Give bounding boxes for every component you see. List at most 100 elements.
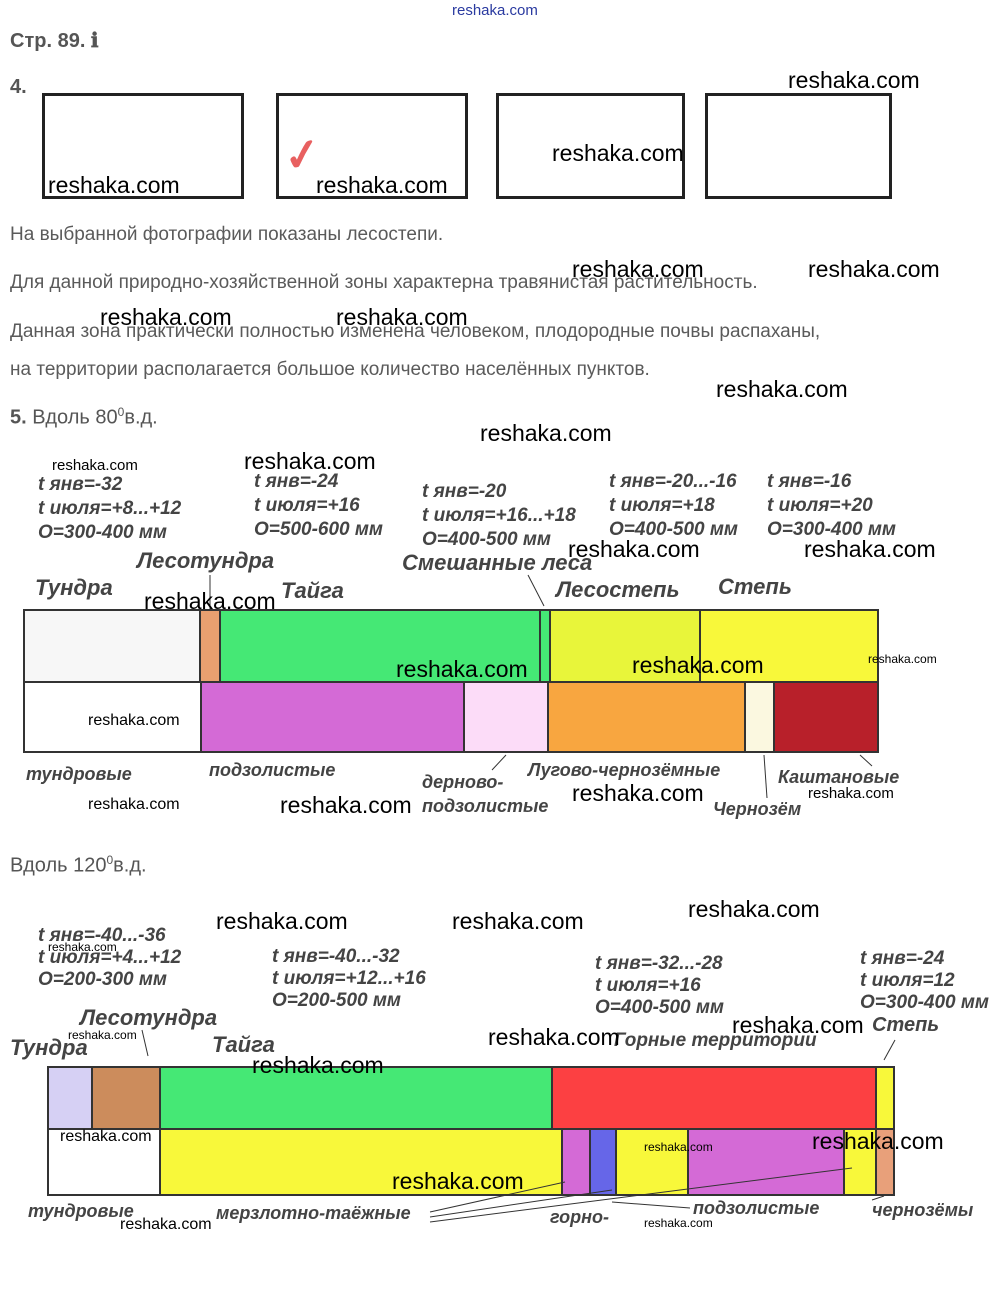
task-5-title-120: Вдоль 1200в.д. (10, 853, 147, 878)
page-label: Стр. 89. ℹ (10, 30, 99, 52)
watermark: reshaka.com (48, 172, 180, 198)
watermark: reshaka.com (88, 712, 180, 729)
band-forest-tundra (93, 1068, 161, 1128)
band-forest-steppe (551, 611, 701, 681)
watermark: reshaka.com (644, 1140, 713, 1154)
watermark: reshaka.com (252, 1052, 384, 1078)
photo-option-1[interactable] (42, 93, 244, 199)
band-steppe (877, 1068, 893, 1128)
watermark: reshaka.com (48, 940, 117, 954)
watermark: reshaka.com (100, 304, 232, 330)
pointer-line (527, 574, 545, 607)
climate-line: t янв=-40...-36 (38, 925, 166, 946)
climate-line: t июля=12 (860, 970, 955, 991)
climate-80-forest-steppe: t янв=-20...-16 t июля=+18 О=400-500 мм (609, 470, 738, 542)
watermark: reshaka.com (804, 536, 936, 562)
band-mixed-forest (541, 611, 551, 681)
watermark: reshaka.com (60, 1128, 152, 1145)
climate-80-taiga: t янв=-24 t июля=+16 О=500-600 мм (254, 470, 383, 542)
zone-120-mountains: Горные территории (614, 1030, 817, 1051)
watermark: reshaka.com (812, 1128, 944, 1154)
soil-120-permafrost-taiga: мерзлотно-таёжные (216, 1203, 411, 1223)
watermark: reshaka.com (216, 908, 348, 934)
climate-line: t янв=-20 (422, 481, 507, 502)
zone-strip-80 (23, 609, 879, 683)
watermark: reshaka.com (632, 652, 764, 678)
climate-line: t янв=-20...-16 (609, 471, 737, 492)
watermark: reshaka.com (644, 1216, 713, 1230)
title-120-suffix: в.д. (113, 854, 147, 877)
watermark: reshaka.com (336, 304, 468, 330)
watermark: reshaka.com (716, 376, 848, 402)
watermark: reshaka.com (244, 448, 376, 474)
pointer-line (611, 1201, 691, 1209)
climate-80-steppe: t янв=-16 t июля=+20 О=300-400 мм (767, 470, 896, 542)
soil-80-sod-podzol: подзолистые (422, 796, 549, 816)
watermark: reshaka.com (392, 1168, 524, 1194)
watermark: reshaka.com (452, 908, 584, 934)
zone-80-forest-steppe: Лесостепь (556, 577, 680, 602)
title-120-degree: 0 (106, 853, 114, 867)
climate-120-steppe: t янв=-24 t июля=12 О=300-400 мм (860, 948, 989, 1014)
watermark: reshaka.com (808, 785, 894, 802)
watermark: reshaka.com (88, 796, 180, 813)
band-taiga (221, 611, 541, 681)
climate-line: t июля=+12...+16 (272, 968, 426, 989)
title-120-text: Вдоль 120 (10, 854, 107, 877)
band-soil-sod-podzol (465, 683, 549, 751)
band-soil-mountain-1 (563, 1130, 591, 1194)
climate-line: О=300-400 мм (860, 992, 989, 1013)
task-5-title-80: 5. Вдоль 800в.д. (10, 405, 158, 430)
climate-line: О=400-500 мм (595, 997, 724, 1018)
task-4-paragraph-4: на территории располагается большое коли… (10, 359, 650, 380)
climate-line: t янв=-40...-32 (272, 946, 400, 967)
climate-line: О=200-300 мм (38, 969, 167, 990)
photo-option-4[interactable] (705, 93, 892, 199)
climate-line: t июля=+20 (767, 495, 873, 516)
watermark: reshaka.com (868, 652, 937, 666)
watermark: reshaka.com (808, 256, 940, 282)
watermark: reshaka.com (396, 656, 528, 682)
zone-80-taiga: Тайга (281, 578, 344, 603)
photo-option-3[interactable] (496, 93, 685, 199)
climate-line: О=400-500 мм (422, 529, 551, 550)
task-4-paragraph-1: На выбранной фотографии показаны лесосте… (10, 224, 444, 245)
task-4-number: 4. (10, 76, 27, 98)
zone-80-steppe: Степь (718, 574, 792, 599)
watermark: reshaka.com (52, 457, 138, 474)
zone-80-tundra: Тундра (35, 575, 113, 600)
zone-120-steppe: Степь (872, 1014, 940, 1036)
climate-line: t янв=-32 (38, 474, 123, 495)
climate-line: t янв=-32...-28 (595, 953, 723, 974)
watermark: reshaka.com (732, 1012, 864, 1038)
soil-80-sod: дерново- (422, 772, 504, 792)
zone-80-forest-tundra: Лесотундра (137, 548, 275, 573)
zone-120-forest-tundra: Лесотундра (80, 1005, 218, 1030)
climate-line: t июля=+8...+12 (38, 498, 182, 519)
watermark: reshaka.com (316, 172, 448, 198)
band-forest-tundra (201, 611, 221, 681)
soil-120-mountain: горно- (550, 1207, 610, 1227)
site-header[interactable]: reshaka.com (452, 2, 538, 19)
pointer-line (859, 754, 873, 767)
soil-80-chestnut: Каштановые (778, 767, 900, 787)
climate-line: О=500-600 мм (254, 519, 383, 540)
band-soil-chernozem (746, 683, 775, 751)
soil-80-tundra: тундровые (26, 764, 132, 784)
climate-120-tundra: t янв=-40...-36 t июля=+4...+12 О=200-30… (38, 925, 181, 991)
pointer-line (141, 1029, 149, 1057)
watermark: reshaka.com (568, 536, 700, 562)
photo-option-2[interactable] (276, 93, 468, 199)
soil-80-podzol: подзолистые (209, 760, 336, 780)
soil-strip-80 (23, 681, 879, 753)
climate-line: t янв=-24 (860, 948, 945, 969)
climate-line: О=300-400 мм (767, 519, 896, 540)
band-taiga (161, 1068, 553, 1128)
watermark: reshaka.com (120, 1216, 212, 1233)
band-mountains (553, 1068, 877, 1128)
soil-80-chernozem: Чернозём (713, 799, 802, 819)
band-soil-tundra (49, 1130, 161, 1194)
climate-line: t янв=-24 (254, 471, 339, 492)
watermark: reshaka.com (144, 588, 276, 614)
soil-120-tundra: тундровые (28, 1201, 134, 1221)
